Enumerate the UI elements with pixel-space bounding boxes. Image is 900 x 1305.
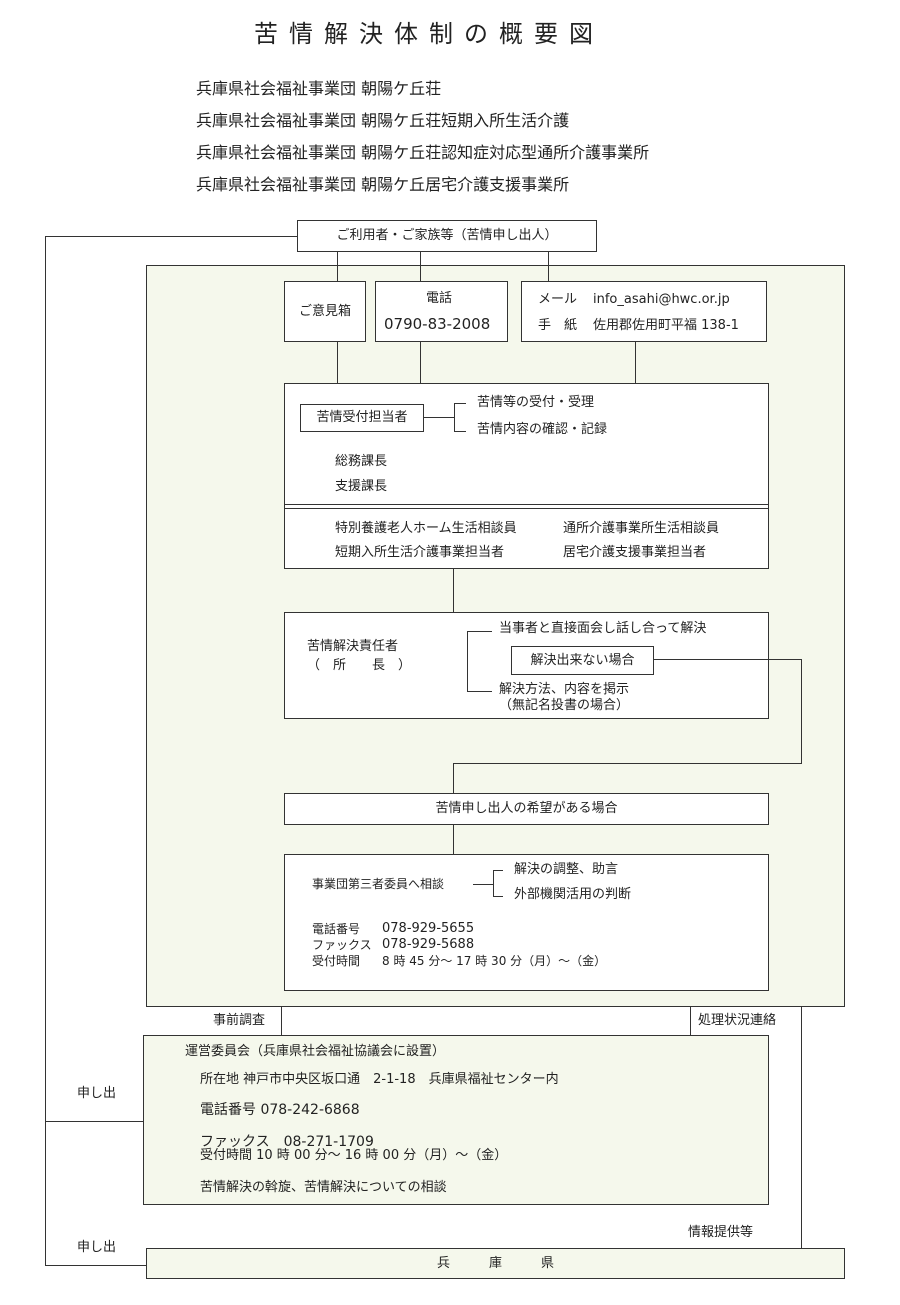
unresolved-box: 解決出来ない場合 (511, 646, 654, 675)
opinion-box: ご意見箱 (284, 281, 366, 342)
reception-officer-box: 苦情受付担当者 (300, 404, 424, 432)
connector-line (548, 252, 549, 281)
committee-fax: ファックス 08-271-1709 (200, 1134, 374, 1150)
manager: 支援課長 (335, 479, 388, 494)
direct-resolution: 当事者と直接面会し話し合って解決 (499, 621, 707, 636)
committee-phone: 電話番号 078-242-6868 (200, 1102, 360, 1118)
resolution-officer: 苦情解決責任者 (307, 639, 399, 654)
reception-officer: 苦情受付担当者 (316, 410, 408, 425)
committee-role: 苦情解決の斡旋、苦情解決についての相談 (200, 1180, 447, 1195)
mail-letter-box: メール info_asahi@hwc.or.jp 手 紙 佐用郡佐用町平福 13… (521, 281, 767, 342)
page-title: 苦情解決体制の概要図 (254, 20, 604, 48)
staff-member: 特別養護老人ホーム生活相談員 (335, 521, 517, 536)
staff-member: 居宅介護支援事業担当者 (563, 545, 707, 560)
resolution-box: 苦情解決責任者 （ 所 長 ） 当事者と直接面会し話し合って解決 解決出来ない場… (284, 612, 769, 719)
pre-investigation-label: 事前調査 (213, 1013, 266, 1028)
third-party-label: 事業団第三者委員へ相談 (312, 877, 445, 891)
reception-duty: 苦情内容の確認・記録 (477, 422, 608, 437)
hours-label: 受付時間 (312, 954, 361, 968)
connector-line (337, 252, 338, 281)
mail-value: info_asahi@hwc.or.jp (593, 292, 730, 307)
connector-line (337, 342, 338, 383)
request-label: 苦情申し出人の希望がある場合 (435, 801, 618, 816)
reception-box: 苦情受付担当者 苦情等の受付・受理 苦情内容の確認・記録 総務課長 支援課長 特… (284, 383, 769, 569)
connector-line (473, 884, 493, 885)
divider (285, 508, 768, 509)
connector-line (453, 569, 454, 612)
user-box-label: ご利用者・ご家族等（苦情申し出人） (336, 228, 558, 243)
user-box: ご利用者・ご家族等（苦情申し出人） (297, 220, 597, 252)
apply-label: 申し出 (77, 1240, 117, 1255)
connector-line (454, 431, 466, 432)
connector-line (467, 691, 492, 692)
connector-line (45, 236, 46, 1265)
letter-value: 佐用郡佐用町平福 138-1 (593, 318, 739, 333)
connector-line (453, 763, 454, 793)
hours-value: 8 時 45 分～ 17 時 30 分（月）～（金） (382, 954, 607, 968)
committee-box: 運営委員会（兵庫県社会福祉協議会に設置） 所在地 神戸市中央区坂口通 2-1-1… (143, 1035, 769, 1205)
fax-label: ファックス (312, 938, 372, 952)
info-provision-label: 情報提供等 (688, 1225, 754, 1240)
reception-duty: 苦情等の受付・受理 (477, 395, 595, 410)
connector-line (493, 870, 494, 896)
facility-name: 兵庫県社会福祉事業団 朝陽ケ丘荘認知症対応型通所介護事業所 (196, 143, 650, 162)
tel-value: 078-929-5655 (382, 921, 475, 936)
connector-line (281, 1007, 282, 1035)
connector-line (454, 403, 466, 404)
connector-line (467, 631, 468, 691)
prefecture-label: 兵 庫 県 (436, 1256, 554, 1271)
resolution-officer-title: （ 所 長 ） (307, 658, 412, 673)
connector-line (467, 631, 492, 632)
connector-line (45, 1121, 143, 1122)
committee-address: 所在地 神戸市中央区坂口通 2-1-18 兵庫県福祉センター内 (200, 1072, 559, 1087)
committee-hours: 受付時間 10 時 00 分～ 16 時 00 分（月）～（金） (200, 1148, 508, 1163)
connector-line (453, 825, 454, 854)
connector-line (424, 417, 454, 418)
connector-line (420, 252, 421, 281)
unresolved-label: 解決出来ない場合 (530, 653, 635, 668)
staff-member: 通所介護事業所生活相談員 (563, 521, 720, 536)
status-contact-label: 処理状況連絡 (698, 1013, 777, 1028)
opinion-box-label: ご意見箱 (298, 304, 351, 319)
request-box: 苦情申し出人の希望がある場合 (284, 793, 769, 825)
connector-line (493, 896, 503, 897)
phone-number: 0790-83-2008 (384, 315, 491, 333)
connector-line (454, 403, 455, 431)
third-party-box: 事業団第三者委員へ相談 解決の調整、助言 外部機関活用の判断 電話番号 078-… (284, 854, 769, 991)
connector-line (801, 659, 802, 763)
committee-title: 運営委員会（兵庫県社会福祉協議会に設置） (185, 1044, 446, 1059)
third-party-item: 解決の調整、助言 (514, 862, 619, 877)
phone-box: 電話 0790-83-2008 (375, 281, 508, 342)
facility-name: 兵庫県社会福祉事業団 朝陽ケ丘荘 (196, 79, 442, 98)
fax-value: 078-929-5688 (382, 937, 475, 952)
connector-line (453, 763, 802, 764)
facility-name: 兵庫県社会福祉事業団 朝陽ケ丘荘短期入所生活介護 (196, 111, 570, 130)
posting-resolution: 解決方法、内容を掲示 (499, 682, 630, 697)
staff-member: 短期入所生活介護事業担当者 (335, 545, 505, 560)
phone-label: 電話 (426, 291, 453, 306)
connector-line (690, 1007, 691, 1035)
facility-name: 兵庫県社会福祉事業団 朝陽ケ丘居宅介護支援事業所 (196, 175, 570, 194)
posting-note: （無記名投書の場合） (499, 698, 630, 713)
divider (285, 504, 768, 505)
third-party-item: 外部機関活用の判断 (514, 887, 632, 902)
connector-line (420, 342, 421, 383)
mail-label: メール (538, 292, 578, 307)
prefecture-box: 兵 庫 県 (146, 1248, 845, 1279)
connector-line (493, 870, 503, 871)
tel-label: 電話番号 (312, 922, 361, 936)
connector-line (801, 1007, 802, 1248)
connector-line (653, 659, 802, 660)
connector-line (45, 1265, 146, 1266)
manager: 総務課長 (335, 454, 388, 469)
connector-line (45, 236, 297, 237)
connector-line (635, 342, 636, 383)
letter-label: 手 紙 (538, 318, 578, 333)
apply-label: 申し出 (77, 1086, 117, 1101)
